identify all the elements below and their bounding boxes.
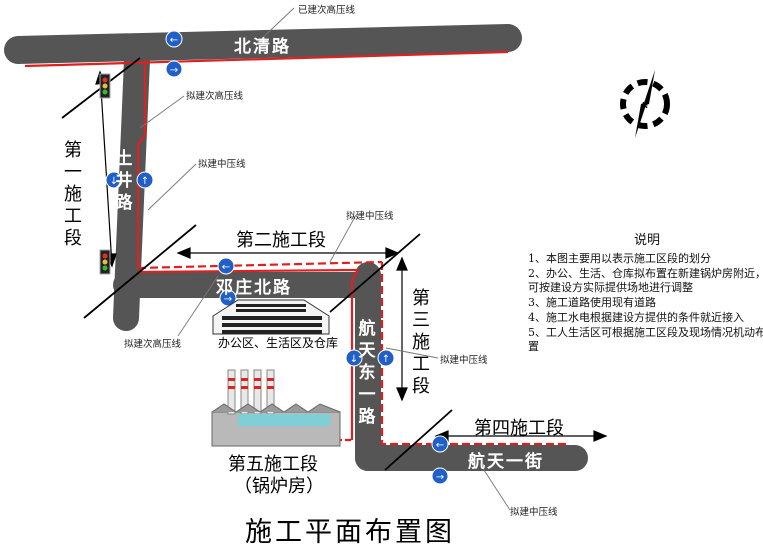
road-label-beiqing: 北清路	[234, 37, 291, 57]
label-existing-sub-high: 已建次高压线	[298, 5, 356, 16]
traffic-light-icon	[99, 73, 111, 99]
arrow-up-sign-icon: ↑	[136, 171, 154, 189]
boundary-1-2	[83, 224, 197, 319]
pipe-planned-sub-high-hangtiandong	[350, 269, 359, 440]
label-planned-sub-high-1: 拟建次高压线	[186, 91, 244, 102]
svg-text:←: ←	[436, 440, 444, 451]
pipe-planned-mid-dengzhuang	[137, 260, 383, 270]
arrow-left-sign-icon: ←	[431, 435, 449, 453]
label-planned-sub-high-2: 拟建次高压线	[124, 339, 182, 350]
svg-text:↓: ↓	[350, 354, 358, 365]
notes-panel: 说明 1、本图主要用以表示施工区段的划分 2、办公、生活、仓库拟布置在新建锅炉房…	[528, 234, 763, 355]
arrow-right-sign-icon: →	[219, 289, 237, 307]
notes-item: 2、办公、生活、仓库拟布置在新建锅炉房附近，可按建设方实际提供场地进行调整	[528, 267, 763, 294]
section-4-label: 第四施工段	[474, 418, 564, 439]
dimension-arrows	[95, 70, 608, 442]
compass-icon: N	[620, 70, 670, 138]
notes-item: 3、施工道路使用现有道路	[528, 296, 656, 309]
arrow-up-sign-icon: ↑	[377, 349, 395, 367]
road-label-hangtianyi: 航天一街	[468, 452, 544, 472]
arrow-left-sign-icon: ←	[165, 30, 183, 48]
label-planned-mid-4: 拟建中压线	[510, 507, 558, 518]
label-planned-mid-3: 拟建中压线	[440, 355, 488, 366]
arrow-left-sign-icon: ←	[217, 257, 235, 275]
office-building-icon	[212, 299, 330, 335]
pipe-planned-sub-high-dengzhuang	[137, 268, 359, 274]
boiler-house-icon	[211, 369, 341, 447]
boundary-3-4	[384, 409, 453, 471]
pipe-existing-sub-high	[24, 50, 509, 68]
arrow-down-sign-icon: ↓	[105, 171, 123, 189]
road-label-tujing: 土井路	[115, 149, 135, 213]
arrow-right-sign-icon: →	[165, 60, 183, 78]
label-planned-mid-2: 拟建中压线	[346, 211, 394, 222]
svg-text:↓: ↓	[110, 176, 118, 187]
notes-item: 1、本图主要用以表示施工区段的划分	[528, 252, 711, 265]
section-1-label: 第一施工段	[64, 140, 82, 249]
svg-text:↑: ↑	[141, 176, 149, 187]
boundary-2-3	[329, 233, 421, 313]
label-planned-mid-1: 拟建中压线	[198, 159, 246, 170]
section-2-label: 第二施工段	[236, 230, 326, 251]
notes-item: 4、施工水电根据建设方提供的条件就近接入	[528, 311, 744, 324]
page-title: 施工平面布置图	[245, 517, 455, 548]
road-label-dengzhuang: 邓庄北路	[216, 278, 292, 298]
leaders	[139, 7, 511, 511]
arrow-down-sign-icon: ↓	[345, 349, 363, 367]
roads	[4, 24, 588, 471]
section-5-sub: （锅炉房）	[234, 476, 324, 497]
road-beiqing	[4, 24, 522, 64]
direction-signs: ← → ↓ ↑ ← → ↓ ↑ ← →	[105, 30, 449, 485]
section-3-label: 第三施工段	[412, 288, 430, 397]
road-label-hangtiandongyi: 航天东一路	[358, 319, 378, 427]
pipe-planned-sub-high-tujing	[136, 60, 147, 268]
notes-item: 5、工人生活区可根据施工区段及现场情况机动布置	[528, 326, 763, 353]
label-office-area: 办公区、生活区及仓库	[217, 336, 338, 350]
svg-text:←: ←	[222, 262, 230, 273]
traffic-light-icon	[99, 249, 111, 275]
svg-text:←: ←	[170, 35, 178, 46]
svg-text:→: →	[436, 472, 444, 483]
svg-text:→: →	[224, 294, 232, 305]
section-5-label: 第五施工段	[228, 454, 318, 475]
notes-title: 说明	[633, 233, 660, 248]
arrow-right-sign-icon: →	[431, 467, 449, 485]
svg-text:→: →	[170, 65, 178, 76]
compass-label: N	[642, 101, 648, 110]
svg-text:↑: ↑	[382, 354, 390, 365]
